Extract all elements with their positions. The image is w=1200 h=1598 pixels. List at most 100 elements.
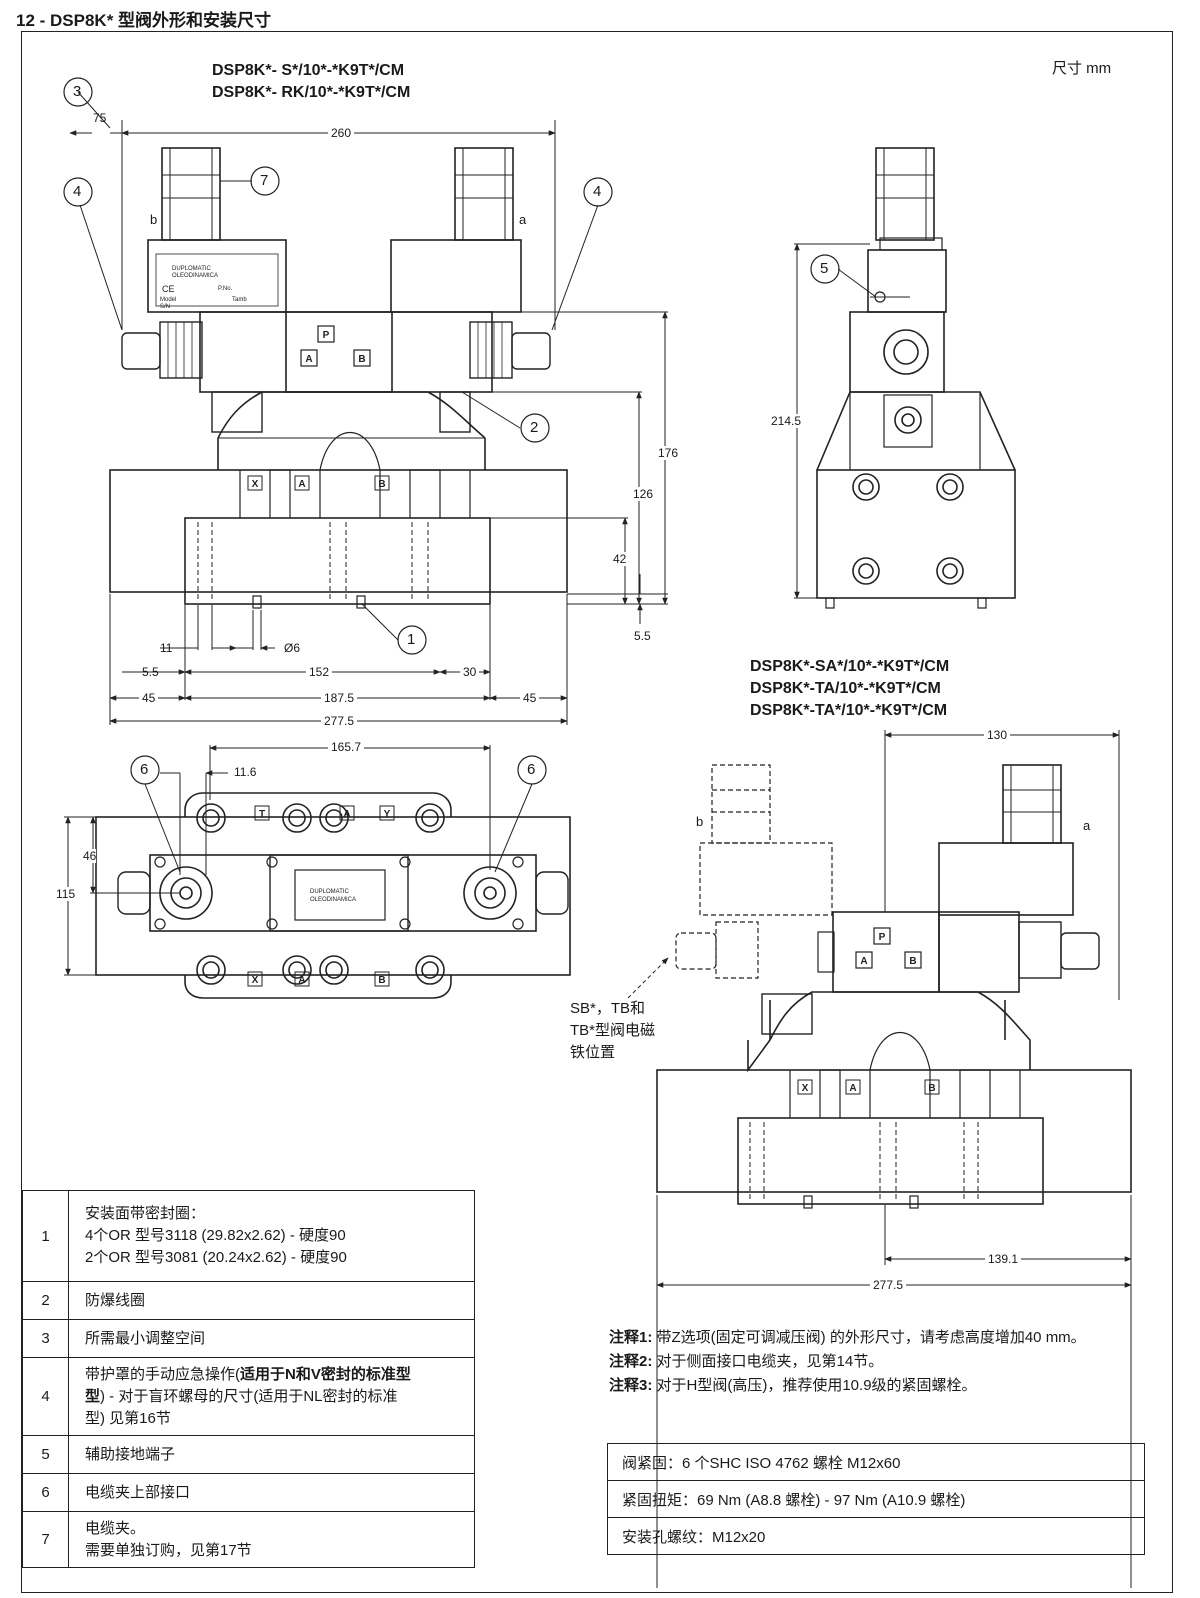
legend-num: 7 (22, 1511, 69, 1568)
port-label-b-single: B (928, 1083, 935, 1094)
model-line: DSP8K*-SA*/10*-*K9T*/CM (750, 658, 950, 675)
top-brand-sub: OLEODINAMICA (310, 897, 356, 903)
port-label-a-single-pilot: A (860, 956, 867, 967)
dim-152: 152 (306, 665, 333, 679)
nameplate-ce-mark: CE (162, 284, 175, 294)
model-line: DSP8K*-TA*/10*-*K9T*/CM (750, 702, 948, 719)
sb-note-line: SB*，TB和 (570, 1000, 646, 1017)
dim-176: 176 (658, 446, 679, 460)
side-main-body (816, 469, 1016, 599)
legend-desc: 安装面带密封圈： 4个OR 型号3118 (29.82x2.62) - 硬度90… (68, 1190, 475, 1282)
sb-note-line: 铁位置 (570, 1044, 616, 1061)
dim-277-5-single: 277.5 (870, 1278, 907, 1292)
nameplate-serial: S/N (160, 304, 170, 310)
model-line: DSP8K*- RK/10*-*K9T*/CM (212, 84, 411, 101)
side-pilot-body (849, 311, 945, 393)
dim-45-right: 45 (520, 691, 540, 705)
nameplate-tamb: Tamb (232, 297, 247, 303)
side-view (816, 147, 1016, 609)
single-solenoid-right (938, 842, 1074, 916)
dim-115: 115 (56, 887, 76, 901)
port-label-x-top: X (252, 975, 259, 986)
callout-6-right: 6 (527, 761, 536, 778)
legend-desc: 电缆夹上部接口 (68, 1473, 475, 1512)
front-view (109, 147, 568, 609)
dim-30: 30 (460, 665, 480, 679)
note-1: 注释1: 带Z选项(固定可调减压阀) 的外形尺寸，请考虑高度增加40 mm。 (609, 1327, 1149, 1349)
note-text: 对于侧面接口电缆夹，见第14节。 (656, 1353, 884, 1370)
callout-4-right-marker (583, 177, 613, 207)
page-title: 12 - DSP8K* 型阀外形和安装尺寸 (16, 11, 272, 30)
top-view (95, 792, 571, 999)
front-main-body (109, 469, 568, 593)
legend-line: 2个OR 型号3081 (20.24x2.62) - 硬度90 (85, 1249, 347, 1266)
single-main-body (656, 1069, 1132, 1193)
single-main-block (737, 1117, 1044, 1205)
dim-277-5-front: 277.5 (321, 714, 358, 728)
front-main-block (184, 517, 491, 605)
callout-4-right: 4 (593, 183, 602, 200)
single-solenoid-a-label: a (1083, 818, 1091, 833)
port-label-t-top: T (259, 809, 265, 820)
model-label-top-left: DSP8K*- S*/10*-*K9T*/CM DSP8K*- RK/10*-*… (212, 60, 410, 104)
note-text: 对于H型阀(高压)，推荐使用10.9级的紧固螺栓。 (656, 1377, 977, 1394)
legend-num: 1 (22, 1190, 69, 1282)
legend-line: 型) - 对于盲环螺母的尺寸(适用于NL密封的标准 (85, 1387, 398, 1405)
spec-thread: 安装孔螺纹：M12x20 (607, 1517, 1145, 1555)
callout-7-marker (250, 166, 280, 196)
legend-num: 6 (22, 1473, 69, 1512)
callout-1: 1 (407, 631, 416, 648)
note-label: 注释2: (609, 1353, 653, 1370)
technical-drawing: X A B P A B T A Y X A B X A B P A B DUPL… (22, 77, 1132, 1588)
dim-214-5: 214.5 (771, 414, 802, 428)
spec-row: 紧固扭矩：69 Nm (A8.8 螺栓) - 97 Nm (A10.9 螺栓) (607, 1480, 1145, 1518)
dim-165-7: 165.7 (328, 740, 365, 754)
dim-5-5-left: 5.5 (142, 665, 159, 679)
note-text: 带Z选项(固定可调减压阀) 的外形尺寸，请考虑高度增加40 mm。 (656, 1329, 1086, 1346)
front-cable-gland-right (454, 147, 514, 241)
legend-line: 辅助接地端子 (85, 1445, 176, 1463)
dim-75: 75 (93, 111, 107, 125)
dim-130: 130 (984, 728, 1011, 742)
note-label: 注释1: (609, 1329, 653, 1346)
unit-label: 尺寸 mm (1052, 60, 1112, 77)
legend-line: 所需最小调整空间 (85, 1329, 206, 1347)
legend-num: 2 (22, 1281, 69, 1320)
legend-row: 1 安装面带密封圈： 4个OR 型号3118 (29.82x2.62) - 硬度… (22, 1190, 475, 1282)
solenoid-position-note: SB*，TB和 TB*型阀电磁 铁位置 (570, 998, 655, 1064)
nameplate-brand: DUPLOMATIC (172, 266, 212, 272)
callout-5-marker (810, 254, 840, 284)
spec-bolts: 阀紧固：6 个SHC ISO 4762 螺栓 M12x60 (607, 1443, 1145, 1481)
notes-block: 注释1: 带Z选项(固定可调减压阀) 的外形尺寸，请考虑高度增加40 mm。 注… (609, 1327, 1149, 1399)
single-solenoid-view (656, 764, 1132, 1209)
model-line: DSP8K*-TA/10*-*K9T*/CM (750, 680, 941, 697)
legend-line: 4个OR 型号3118 (29.82x2.62) - 硬度90 (85, 1227, 346, 1244)
callout-6-left-marker (130, 755, 160, 785)
legend-desc: 电缆夹。 需要单独订购，见第17节 (68, 1511, 475, 1568)
dim-dia-6: Ø6 (284, 641, 301, 655)
nameplate-model: Model (160, 297, 176, 303)
dim-11: 11 (160, 641, 173, 655)
port-label-x-single: X (802, 1083, 809, 1094)
side-solenoid (867, 249, 947, 313)
port-label-b-front: B (378, 479, 385, 490)
legend-desc: 防爆线圈 (68, 1281, 475, 1320)
nameplate-brand-sub: OLEODINAMICA (172, 273, 218, 279)
side-view-dimensions (794, 243, 870, 599)
legend-line: 防爆线圈 (85, 1291, 146, 1309)
port-label-b-top: B (378, 975, 385, 986)
callout-3: 3 (73, 83, 82, 100)
front-solenoid-right (390, 239, 522, 313)
legend-num: 4 (22, 1357, 69, 1436)
model-line: DSP8K*- S*/10*-*K9T*/CM (212, 62, 405, 79)
legend-row: 3 所需最小调整空间 (22, 1319, 475, 1358)
legend-desc: 辅助接地端子 (68, 1435, 475, 1474)
legend-row: 6 电缆夹上部接口 (22, 1473, 475, 1512)
callout-4-left-marker (63, 177, 93, 207)
legend-num: 3 (22, 1319, 69, 1358)
dim-45-left: 45 (139, 691, 159, 705)
port-label-a-top: A (343, 809, 350, 820)
note-2: 注释2: 对于侧面接口电缆夹，见第14节。 (609, 1351, 1149, 1373)
port-label-b-pilot: B (358, 354, 365, 365)
callout-5: 5 (820, 260, 829, 277)
